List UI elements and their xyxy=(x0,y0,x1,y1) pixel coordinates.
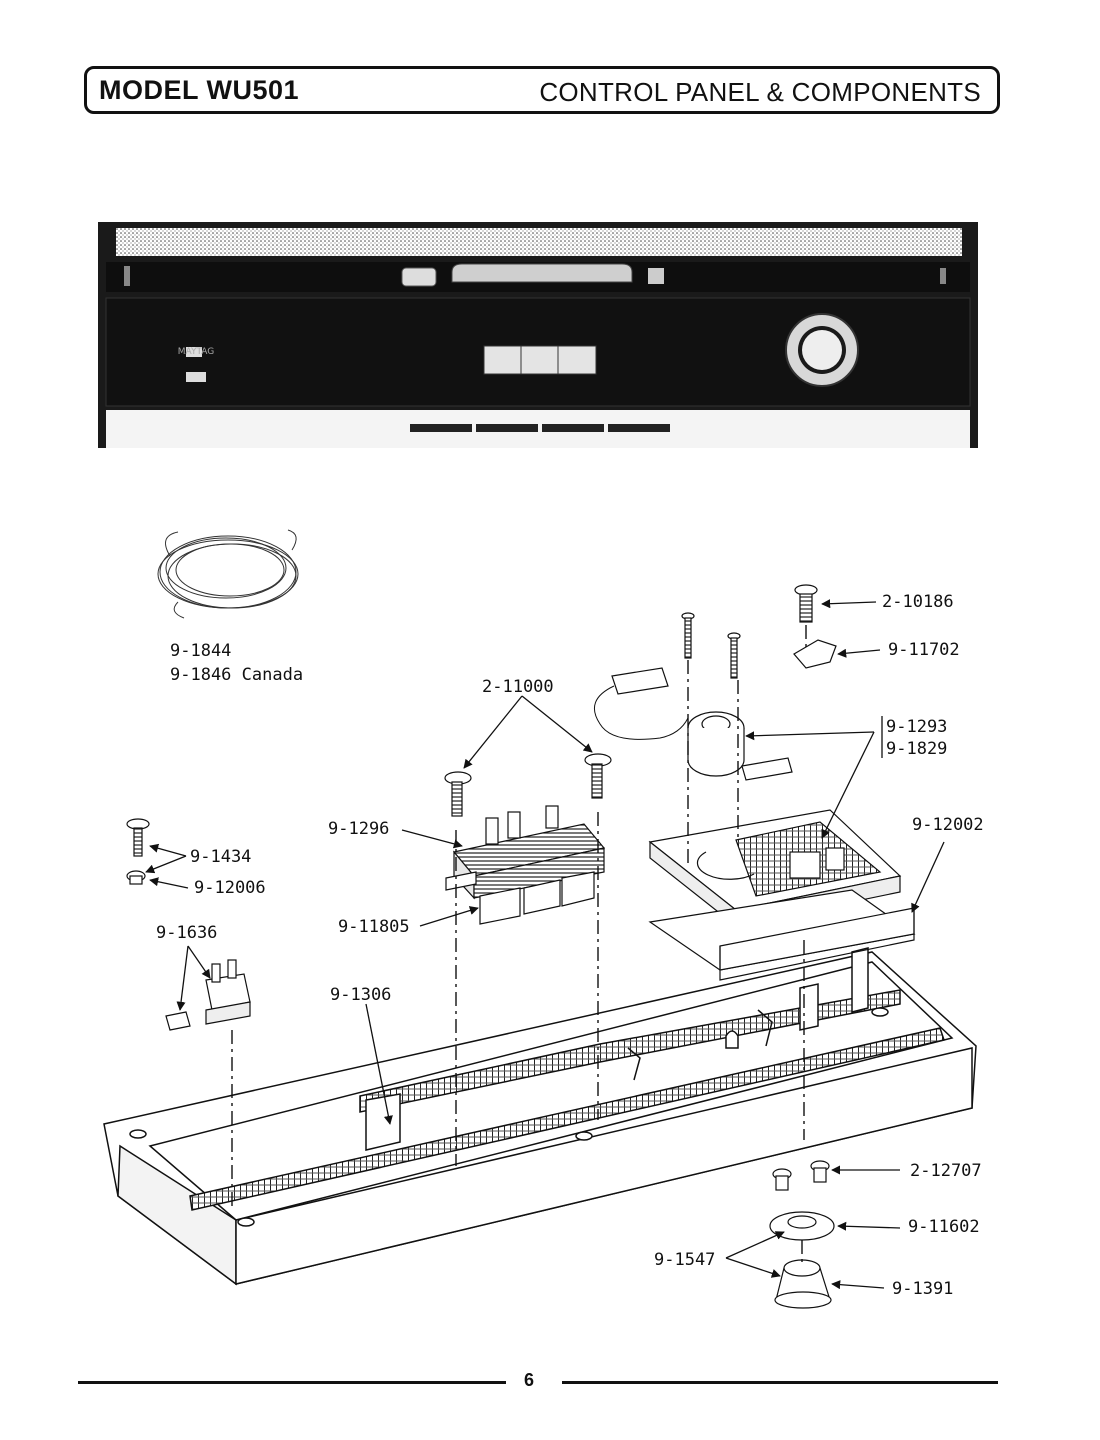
part-label: 9-1306 xyxy=(330,985,391,1005)
part-label: 9-12002 xyxy=(912,815,984,835)
part-label: 9-1844 xyxy=(170,641,231,661)
push-button-bank[interactable] xyxy=(483,345,597,375)
screw-2-10186 xyxy=(794,584,818,623)
part-label: 9-11702 xyxy=(888,640,960,660)
model-title: MODEL WU501 xyxy=(99,75,300,105)
part-labels: 9-1844 9-1846 Canada 2-10186 9-11702 2-1… xyxy=(156,592,984,1299)
clip-9-11702 xyxy=(793,639,837,669)
part-label: 2-11000 xyxy=(482,677,554,697)
alignment-lines xyxy=(231,625,807,1262)
console-base xyxy=(103,947,977,1286)
part-label: 9-1296 xyxy=(328,819,389,839)
part-label: 9-1391 xyxy=(892,1279,953,1299)
part-label: 9-12006 xyxy=(194,878,266,898)
part-label: 9-11602 xyxy=(908,1217,980,1237)
part-label: 9-1547 xyxy=(654,1250,715,1270)
section-title: CONTROL PANEL & COMPONENTS xyxy=(539,77,981,107)
insulation-bracket xyxy=(648,889,916,981)
screws-2-11000 xyxy=(444,753,612,817)
part-label: 9-1434 xyxy=(190,847,251,867)
timer-screws xyxy=(681,612,741,679)
part-label: 9-1846 Canada xyxy=(170,665,303,685)
timer-assembly xyxy=(593,667,902,928)
brand-name: MAYTAG xyxy=(178,347,215,357)
wire-harness xyxy=(157,529,299,619)
footer-rule-left xyxy=(78,1381,506,1384)
knob-assembly xyxy=(769,1160,835,1309)
part-label: 9-1829 xyxy=(886,739,947,759)
page-number: 6 xyxy=(524,1370,535,1390)
brand-logo-icon xyxy=(186,347,202,357)
part-label: 9-11805 xyxy=(338,917,410,937)
small-switch xyxy=(165,959,251,1031)
control-panel-front-view: MAYTAG xyxy=(98,222,978,448)
part-label: 9-1636 xyxy=(156,923,217,943)
push-button-switch-assembly xyxy=(445,805,606,925)
part-label: 2-10186 xyxy=(882,592,954,612)
part-label: 9-1293 xyxy=(886,717,947,737)
part-label: 2-12707 xyxy=(910,1161,982,1181)
title-banner: MODEL WU501 CONTROL PANEL & COMPONENTS xyxy=(84,66,1000,114)
footer-rule-right xyxy=(562,1381,998,1384)
leader-lines xyxy=(145,599,945,1290)
screw-9-1434 xyxy=(126,818,150,885)
